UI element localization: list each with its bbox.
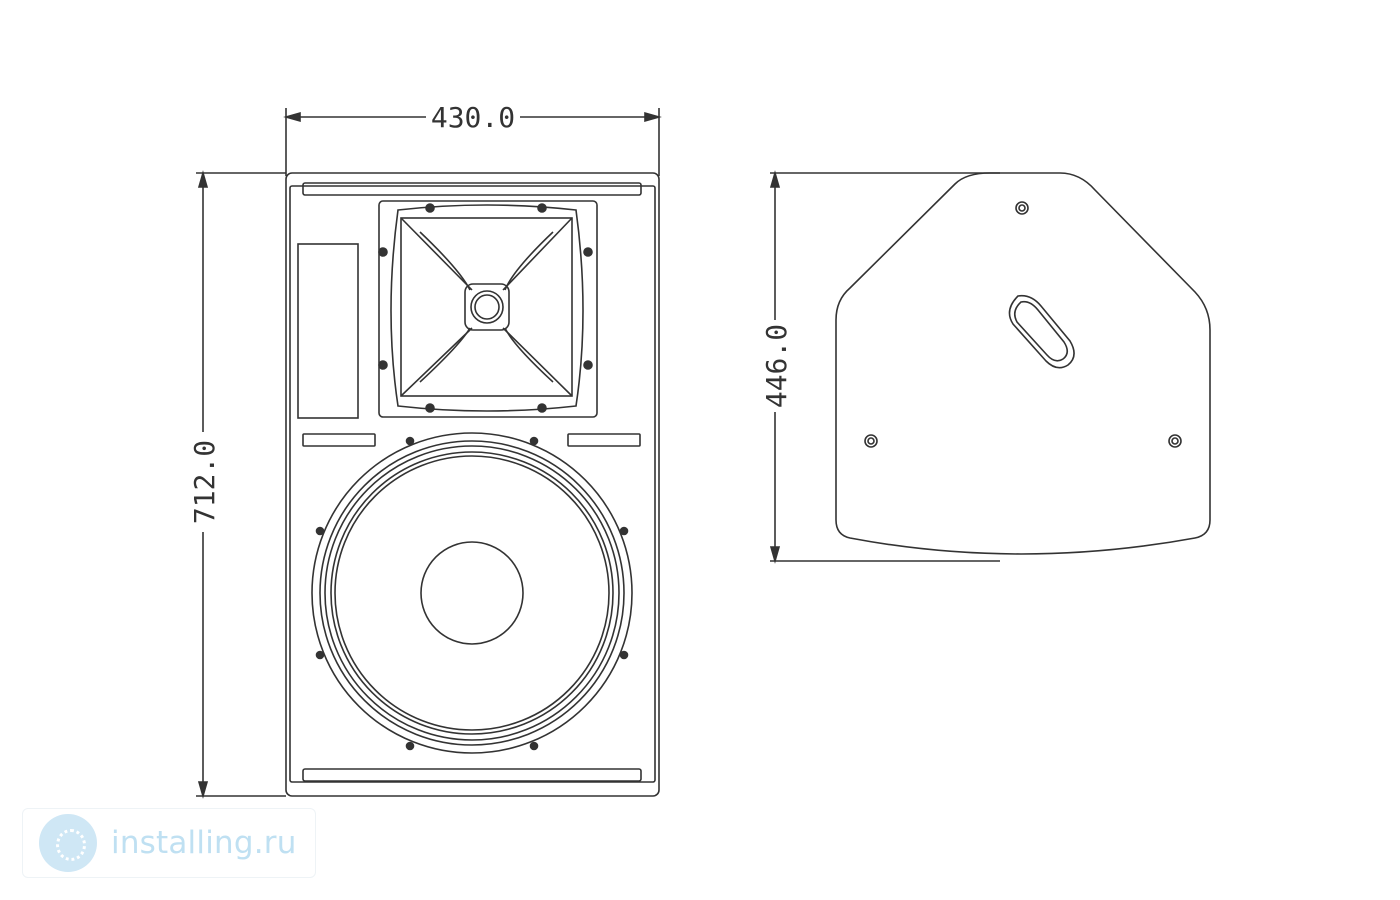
height-label: 712.0 [188,440,221,524]
mounting-slot [1008,294,1075,369]
bottom-rail [302,768,642,782]
port-slot-left [302,433,376,447]
width-dimension: 430.0 [283,101,662,176]
side-screws [864,201,1182,448]
cabinet-outline [285,172,660,797]
horn-throat [464,283,510,331]
front-view: 430.0 712.0 [188,101,662,799]
port-slot-right [567,433,641,447]
woofer [311,432,633,754]
dust-cap [420,541,524,645]
side-height-label: 446.0 [760,324,793,408]
side-view: 446.0 [760,170,1211,564]
horn [378,200,598,418]
side-panel [297,243,359,419]
width-label: 430.0 [431,101,515,134]
height-dimension: 712.0 [188,170,286,799]
watermark: installing.ru [22,808,316,878]
globe-icon [39,814,97,872]
top-rail [302,182,642,196]
side-height-dimension: 446.0 [760,170,1000,564]
woofer-screws [315,436,629,751]
watermark-text: installing.ru [111,825,297,861]
side-profile [835,172,1211,555]
